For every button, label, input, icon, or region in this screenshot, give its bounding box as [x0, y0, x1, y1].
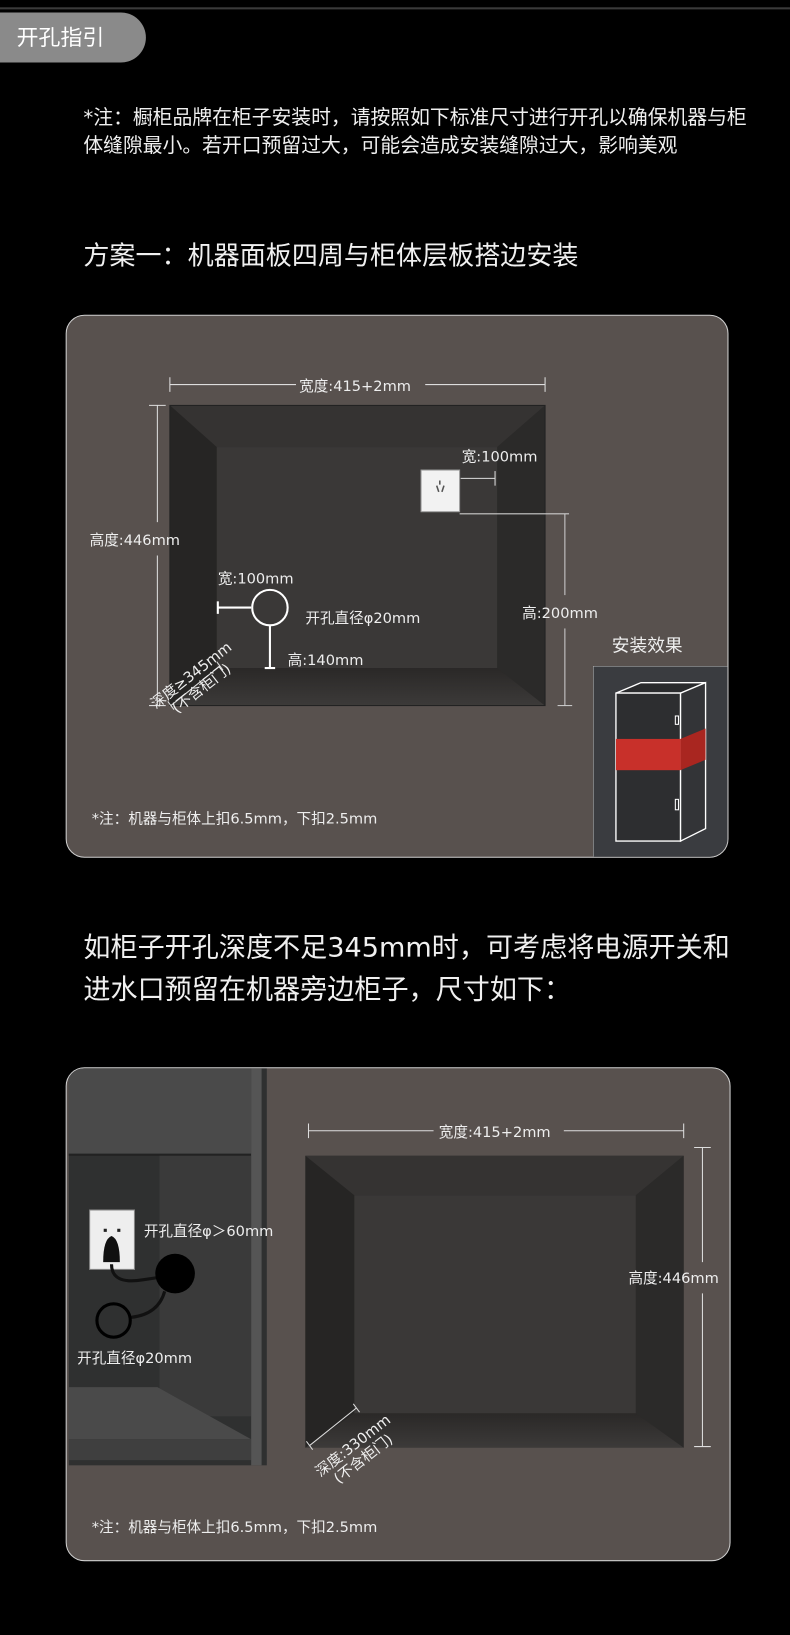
scheme1-footnote: *注：机器与柜体上扣6.5mm，下扣2.5mm	[91, 810, 378, 828]
socket-width-label: 宽:100mm	[461, 449, 538, 466]
water-hole-label: 开孔直径φ20mm	[77, 1350, 193, 1368]
scheme2-footnote: *注：机器与柜体上扣6.5mm，下扣2.5mm	[91, 1519, 378, 1537]
socket-height-label: 高:200mm	[522, 605, 598, 623]
installed-effect-illustration	[593, 665, 728, 857]
scheme1-diagram: 宽度:415+2mm 高度:446mm 宽:100mm 高:200mm 宽:10…	[65, 314, 729, 858]
height-label: 高度:446mm	[89, 532, 181, 550]
effect-label: 安装效果	[611, 635, 683, 657]
scheme2-diagram: 开孔直径φ＞60mm 开孔直径φ20mm 宽度:415+2mm 高度:446mm…	[65, 1067, 731, 1562]
hole-height-label: 高:140mm	[287, 652, 364, 670]
cabinet-opening-drawing	[149, 377, 573, 711]
scheme2-heading: 如柜子开孔深度不足345mm时，可考虑将电源开关和进水口预留在机器旁边柜子，尺寸…	[83, 932, 730, 1006]
width-label: 宽度:415+2mm	[438, 1124, 551, 1142]
side-cabinet-drawing	[68, 1068, 711, 1466]
section-title-pill: 开孔指引	[0, 12, 146, 63]
height-label: 高度:446mm	[628, 1270, 719, 1288]
hole-diameter-label: 开孔直径φ20mm	[305, 610, 421, 628]
intro-note: *注：橱柜品牌在柜子安装时，请按照如下标准尺寸进行开孔以确保机器与柜体缝隙最小。…	[83, 106, 747, 158]
top-divider	[0, 7, 790, 10]
scheme1-heading: 方案一：机器面板四周与柜体层板搭边安装	[83, 240, 579, 271]
socket-hole-label: 开孔直径φ＞60mm	[143, 1223, 274, 1241]
hole-width-label: 宽:100mm	[217, 571, 294, 588]
width-label: 宽度:415+2mm	[299, 378, 412, 395]
